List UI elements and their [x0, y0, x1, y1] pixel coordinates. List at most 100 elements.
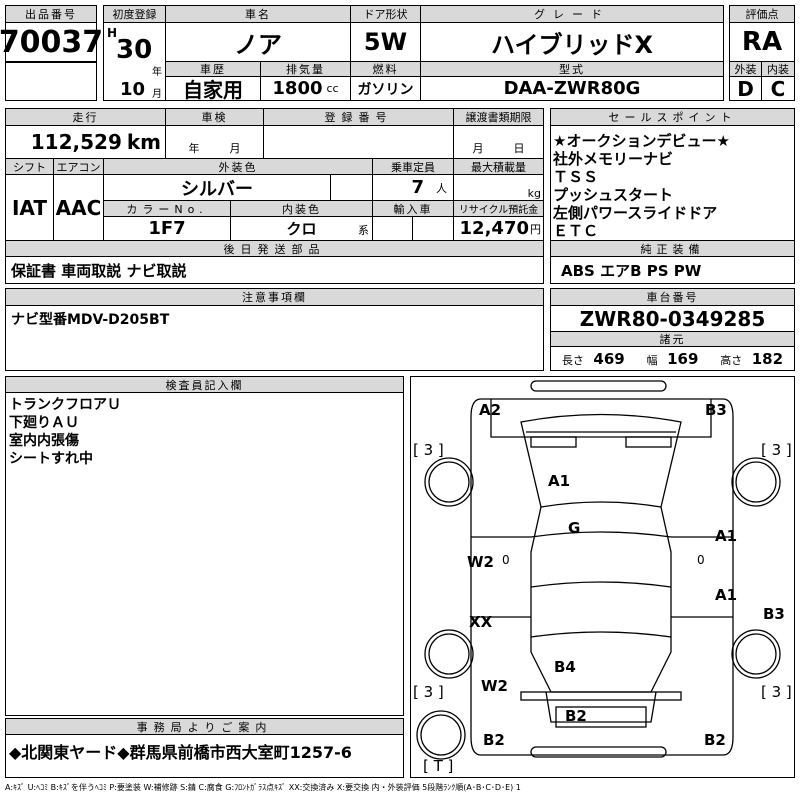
- doc-deadline-value: 月日: [454, 126, 543, 159]
- office-box: 事務局よりご案内 ◆北関東ヤード◆群馬県前橋市西大室町1257-6: [5, 718, 404, 778]
- sales-points-box: セールスポイント ★オークションデビュー★ 社外メモリーナビ ＴＳＳ プッシュス…: [550, 108, 795, 241]
- notes-box: 注意事項欄 ナビ型番MDV-D205BT: [5, 288, 544, 371]
- month: 10: [120, 79, 146, 100]
- lot-box: 出品番号 70037: [0, 5, 103, 101]
- door-handle-left: 0: [502, 553, 510, 567]
- int-color: クロ: [286, 220, 317, 238]
- equipment-box: 純正装備 ABS エアB PS PW: [550, 240, 795, 284]
- lot-empty: [6, 62, 96, 63]
- chassis-box: 車台番号 ZWR80-0349285 諸元 長さ 469 幅 169 高さ 18…: [550, 288, 795, 371]
- notes-label: 注意事項欄: [6, 289, 543, 306]
- fuel-value: ガソリン: [351, 77, 421, 100]
- door-handle-right: 0: [697, 553, 705, 567]
- height: 高さ 182: [720, 350, 783, 368]
- mileage: 112,529: [30, 130, 122, 154]
- length: 長さ 469: [562, 350, 625, 368]
- int-color-value: クロ系: [231, 217, 373, 241]
- inspection-label: 車検: [166, 109, 264, 126]
- sales-point: ★オークションデビュー★: [553, 132, 730, 150]
- mark-xx-left: XX: [469, 613, 493, 631]
- mark-a1-right-rear: A1: [715, 586, 738, 604]
- recycle-label: リサイクル預託金: [454, 201, 543, 217]
- month-unit: 月: [152, 89, 162, 100]
- doc-day-unit: 日: [513, 142, 525, 155]
- mileage-label: 走行: [6, 109, 166, 126]
- era: H: [107, 26, 118, 40]
- reg-no-value: [264, 126, 454, 159]
- year-unit: 年: [152, 67, 162, 78]
- tire-mark-spare: [ T ]: [423, 757, 454, 775]
- ac-value: AAC: [54, 175, 104, 241]
- capacity-label: 乗車定員: [373, 159, 454, 175]
- later-parts-value: 保証書 車両取説 ナビ取説: [11, 261, 187, 280]
- mark-a2-front-left: A2: [479, 401, 502, 419]
- ext-color-value: シルバー: [104, 175, 331, 201]
- inspection-value: 年月: [166, 126, 264, 159]
- displacement: 1800: [272, 78, 323, 99]
- sales-point: プッシュスタート: [553, 186, 674, 204]
- mark-b2-bumper-right: B2: [704, 731, 726, 749]
- first-reg-label: 初度登録: [104, 6, 166, 23]
- max-load-value: kg: [454, 175, 543, 201]
- chassis-label: 車台番号: [551, 289, 794, 306]
- yen-unit: 円: [530, 222, 541, 236]
- kg-unit: kg: [527, 187, 541, 200]
- ac-label: エアコン: [54, 159, 104, 175]
- car-name: ノア: [166, 23, 351, 62]
- width: 幅 169: [647, 350, 699, 368]
- max-load-label: 最大積載量: [454, 159, 543, 175]
- recycle: 12,470: [459, 218, 529, 239]
- car-name-label: 車名: [166, 6, 351, 23]
- mark-b3-right: B3: [763, 605, 785, 623]
- history-label: 車歴: [166, 62, 261, 77]
- mark-b2-bumper-left: B2: [483, 731, 505, 749]
- first-reg-value: H 30 年 10 月: [104, 23, 166, 100]
- capacity: 7: [411, 177, 424, 198]
- reg-no-label: 登録番号: [264, 109, 454, 126]
- fuel-label: 燃料: [351, 62, 421, 77]
- mark-w2-left: W2: [467, 553, 494, 571]
- inspector-line: トランクフロアＵ: [9, 397, 121, 413]
- mark-g-windshield: G: [568, 519, 581, 537]
- ext-color-extra: [331, 175, 373, 201]
- inspection-month-unit: 月: [229, 142, 241, 155]
- inspection-year-unit: 年: [188, 142, 200, 155]
- mark-b4-rear: B4: [554, 658, 576, 676]
- width-value: 169: [667, 349, 699, 368]
- office-label: 事務局よりご案内: [6, 719, 403, 735]
- mark-b3-front-right: B3: [705, 401, 727, 419]
- model-value: DAA-ZWR80G: [503, 78, 641, 99]
- import-value-2: [413, 217, 454, 241]
- length-value: 469: [593, 349, 625, 368]
- specs-label: 諸元: [551, 332, 794, 347]
- color-no-value: 1F7: [104, 217, 231, 241]
- specs-row: 長さ 469 幅 169 高さ 182: [551, 347, 794, 370]
- vehicle-info: 初度登録 H 30 年 10 月 車名 ノア ドア形状 5W グレード ハイブリ…: [103, 5, 724, 102]
- legend: A:ｷｽﾞ U:ﾍｺﾐ B:ｷｽﾞを伴うﾍｺﾐ P:要塗装 W:補修跡 S:錆 …: [5, 783, 521, 792]
- inspector-label: 検査員記入欄: [6, 377, 403, 393]
- int-color-label: 内装色: [231, 201, 373, 217]
- rating-box: 評価点 RA 外装 内装 D C: [729, 5, 795, 101]
- sales-point: ＥＴＣ: [553, 222, 599, 240]
- inspector-box: 検査員記入欄 トランクフロアＵ 下廻りＡＵ 室内内張傷 シートすれ中: [5, 376, 404, 716]
- sales-point: 左側パワースライドドア: [553, 204, 718, 222]
- exterior-grade: D: [730, 77, 762, 101]
- import-label: 輸入車: [373, 201, 454, 217]
- inspector-lines: トランクフロアＵ 下廻りＡＵ 室内内張傷 シートすれ中: [9, 396, 121, 468]
- lot-label: 出品番号: [6, 6, 96, 23]
- later-parts-label: 後日発送部品: [6, 241, 543, 257]
- length-label: 長さ: [561, 353, 584, 367]
- height-value: 182: [751, 349, 784, 368]
- cc-unit: cc: [326, 82, 339, 95]
- interior-grade: C: [770, 76, 786, 101]
- inspector-line: 下廻りＡＵ: [9, 415, 79, 431]
- year: 30: [116, 35, 153, 65]
- notes-value: ナビ型番MDV-D205BT: [11, 312, 170, 328]
- mark-a1-right-front: A1: [715, 527, 738, 545]
- grade-value: ハイブリッドX: [421, 23, 723, 62]
- tire-mark-front-left: [ 3 ]: [413, 441, 444, 459]
- equipment-label: 純正装備: [551, 241, 794, 257]
